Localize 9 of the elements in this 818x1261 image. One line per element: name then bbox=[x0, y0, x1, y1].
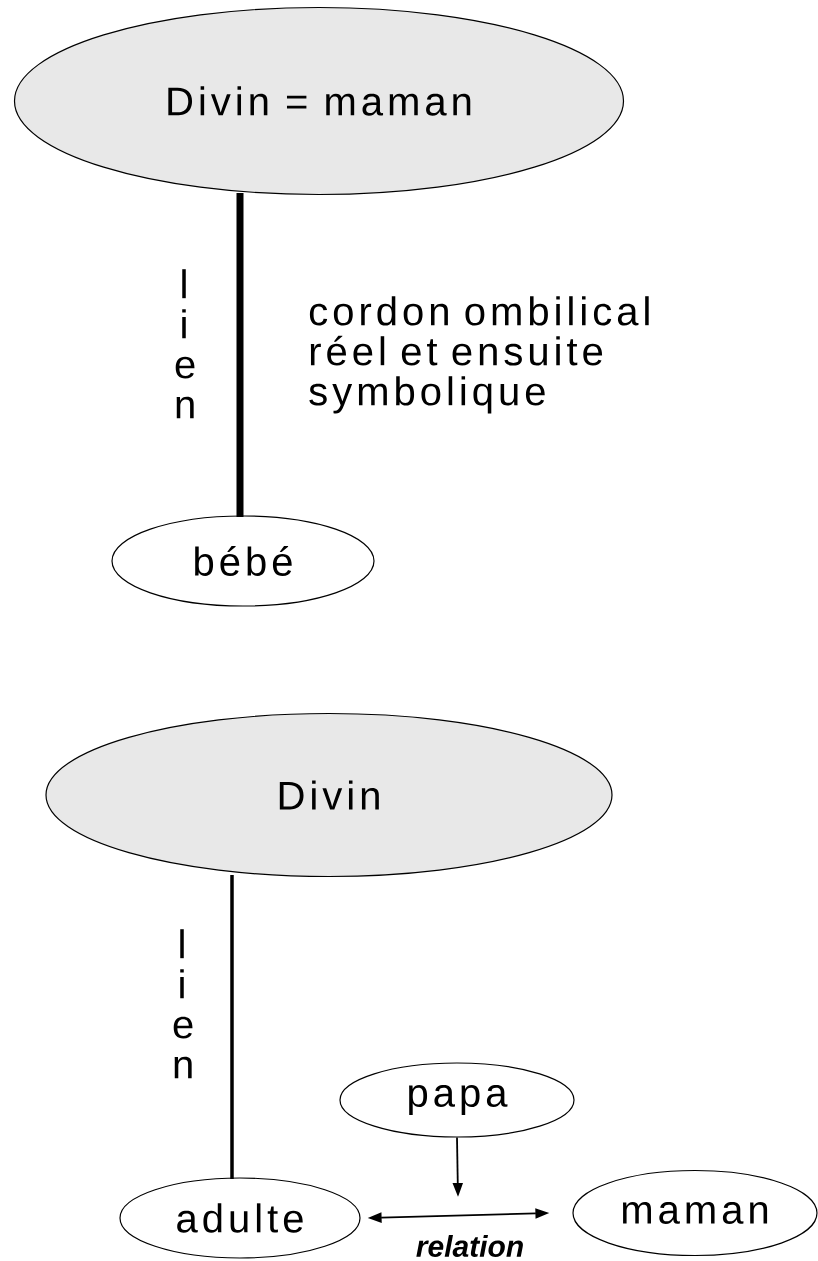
edge-label: relation bbox=[414, 1234, 526, 1258]
ellipse-node: bébé bbox=[111, 515, 375, 607]
annotation: cordon ombilical réel et ensuite symbolique bbox=[309, 296, 649, 414]
vertical-label: lien bbox=[173, 268, 195, 420]
ellipse-node: papa bbox=[339, 1062, 575, 1138]
ellipse-node: maman bbox=[572, 1169, 818, 1257]
line bbox=[230, 875, 234, 1179]
vertical-label: lien bbox=[171, 928, 193, 1080]
ellipse-node: adulte bbox=[119, 1177, 361, 1259]
